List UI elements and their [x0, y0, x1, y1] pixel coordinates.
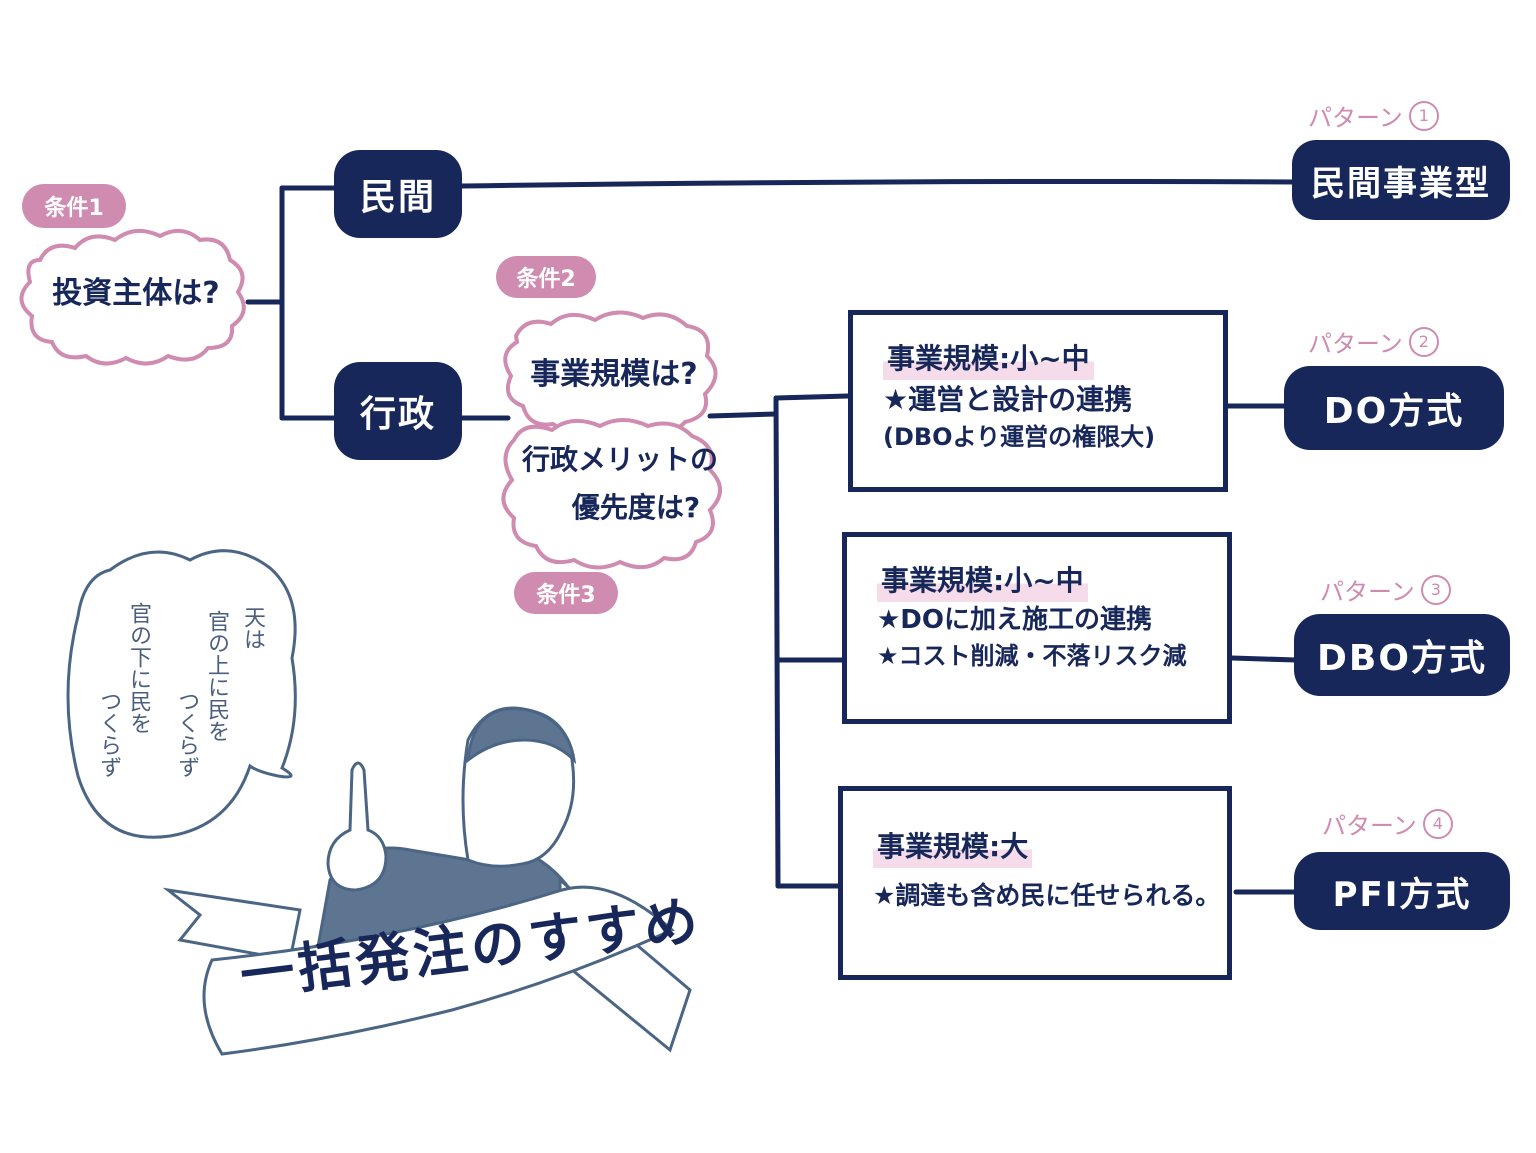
- pattern-4-label-text: パターン: [1322, 812, 1417, 840]
- pattern-1-label: パターン 1: [1308, 98, 1439, 133]
- speech-bubble-shape: [66, 549, 297, 839]
- speech-col-2: 官の上に民を: [204, 610, 229, 742]
- pattern-3-label-text: パターン: [1320, 578, 1415, 606]
- detail-box-dbo: 事業規模:小~中 ★DOに加え施工の連携 ★コスト削減・不落リスク減: [842, 532, 1232, 724]
- pattern-3-label: パターン 3: [1320, 572, 1451, 607]
- pattern-4-label: パターン 4: [1322, 806, 1453, 841]
- detail-dbo-line-1: ★DOに加え施工の連携: [877, 604, 1152, 635]
- result-private-business: 民間事業型: [1292, 140, 1510, 220]
- detail-pfi-line-1: ★調達も含め民に任せられる。: [873, 880, 1221, 910]
- speech-col-1: 天は: [240, 606, 265, 650]
- detail-do-line-1: ★運営と設計の連携: [883, 382, 1133, 416]
- pattern-4-number: 4: [1422, 808, 1453, 839]
- result-do-method: DO方式: [1284, 366, 1504, 450]
- cloud-shape-c3: [501, 418, 722, 570]
- pattern-1-label-text: パターン: [1308, 104, 1403, 132]
- detail-do-line-2: (DBOより運営の権限大): [883, 423, 1156, 452]
- condition-3-question-line1: 行政メリットの: [521, 443, 718, 476]
- detail-box-pfi: 事業規模:大 ★調達も含め民に任せられる。: [838, 786, 1232, 980]
- result-dbo-method: DBO方式: [1294, 614, 1510, 696]
- condition-1-badge: 条件1: [22, 184, 126, 228]
- speech-col-3: つくらず: [174, 690, 199, 778]
- pattern-2-label: パターン 2: [1308, 324, 1439, 359]
- detail-dbo-title: 事業規模:小~中: [877, 561, 1088, 602]
- branch-government: 行政: [334, 362, 462, 460]
- pattern-3-number: 3: [1420, 574, 1451, 605]
- detail-pfi-title: 事業規模:大: [873, 827, 1033, 868]
- result-pfi-method: PFI方式: [1294, 852, 1510, 930]
- condition-1-question: 投資主体は?: [52, 276, 220, 311]
- pattern-1-number: 1: [1408, 100, 1439, 131]
- condition-3-question-line2: 優先度は?: [571, 491, 701, 524]
- detail-box-do: 事業規模:小~中 ★運営と設計の連携 (DBOより運営の権限大): [848, 310, 1228, 492]
- pattern-2-number: 2: [1408, 326, 1439, 357]
- banner-ribbon: [162, 876, 692, 1056]
- condition-3-badge: 条件3: [514, 572, 618, 614]
- branch-private: 民間: [334, 150, 462, 238]
- cloud-shape-c2: [503, 310, 718, 436]
- detail-do-title: 事業規模:小~中: [883, 339, 1094, 380]
- speech-col-4: 官の下に民を: [126, 602, 151, 734]
- pattern-2-label-text: パターン: [1308, 330, 1403, 358]
- cloud-shape-c1: [19, 228, 246, 366]
- condition-2-badge: 条件2: [496, 256, 596, 298]
- speech-col-5: つくらず: [96, 690, 121, 778]
- detail-dbo-line-2: ★コスト削減・不落リスク減: [877, 642, 1187, 671]
- condition-2-question: 事業規模は?: [530, 357, 698, 392]
